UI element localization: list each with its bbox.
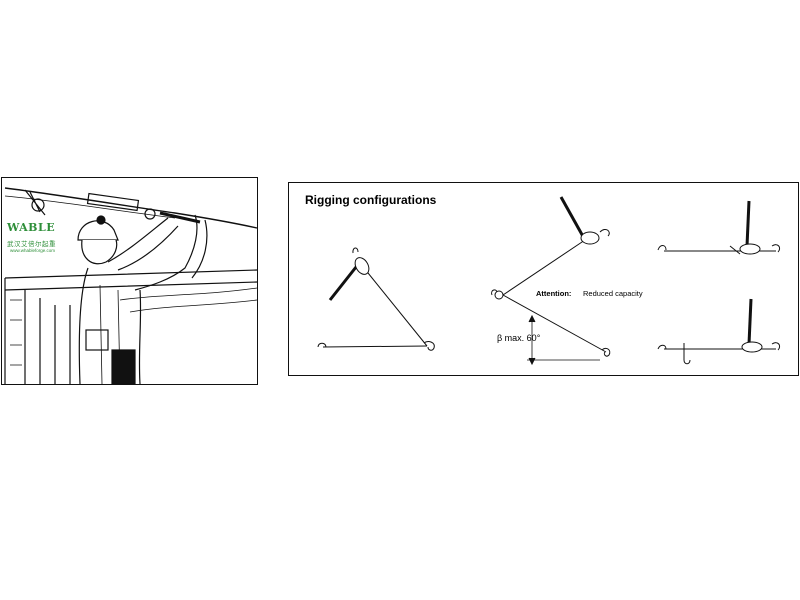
puller-icon: [739, 243, 761, 255]
config-3-diagram: [657, 200, 781, 255]
hook-icon: [657, 344, 667, 350]
config-2-diagram: [491, 196, 611, 366]
hook-icon: [423, 341, 435, 351]
hook-icon: [771, 244, 781, 253]
hook-icon: [494, 290, 504, 300]
coat: [78, 267, 142, 385]
hook-icon: [771, 342, 781, 351]
hook-icon: [601, 347, 611, 357]
wire-rope: [4, 187, 258, 229]
angle-marker: [527, 316, 600, 364]
cable-puller-handle: [159, 211, 201, 224]
angle-label: β max. 60°: [497, 333, 541, 343]
attention-label: Attention:: [536, 289, 572, 298]
panel-title: Rigging configurations: [305, 193, 437, 207]
lever-handle: [559, 196, 587, 241]
worker-illustration: [4, 187, 258, 385]
lever-handle: [745, 200, 751, 247]
hook-icon: [657, 245, 667, 251]
puller-icon: [580, 231, 600, 245]
config-1-diagram: [317, 247, 435, 351]
shackle-icon: [683, 343, 691, 365]
cable-puller-body: [86, 192, 140, 212]
brand-logo: WABLE: [7, 221, 56, 234]
raised-arm: [107, 217, 179, 271]
lever-handle: [747, 298, 753, 345]
attention-text: Reduced capacity: [583, 289, 643, 298]
right-arm: [134, 214, 198, 291]
brand-logo-chinese: 武汉艾倍尔起重: [7, 241, 56, 248]
puller-icon: [741, 341, 763, 353]
puller-icon: [354, 257, 370, 275]
brand-url: www.whableforge.com: [10, 248, 56, 253]
ceiling-beam: [4, 269, 258, 291]
lever-handle: [328, 261, 362, 301]
head: [81, 239, 118, 265]
config-4-diagram: [657, 298, 781, 365]
door-frame: [4, 278, 41, 384]
trousers: [111, 349, 136, 385]
